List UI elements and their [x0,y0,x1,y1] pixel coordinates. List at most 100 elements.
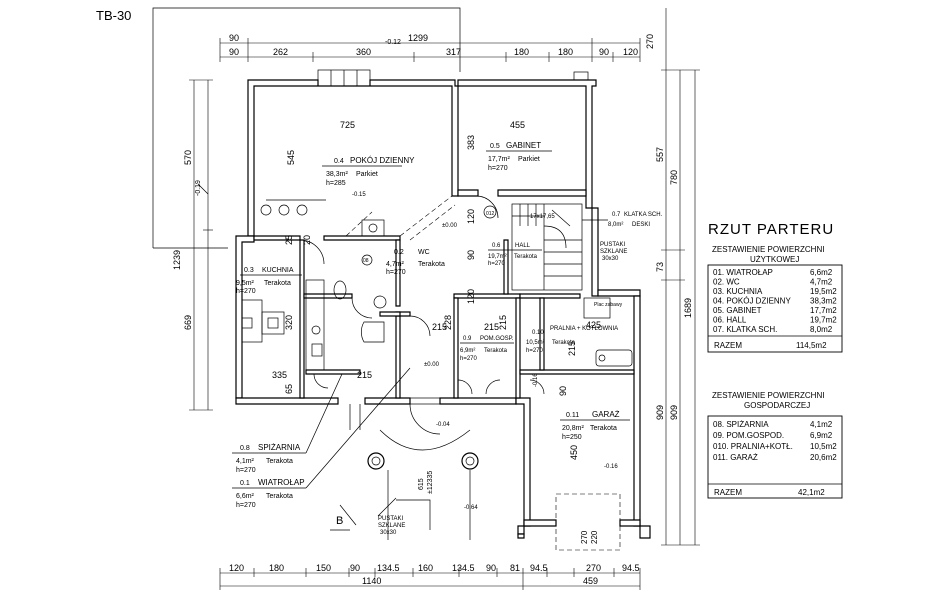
dim-120b: 120 [466,289,476,304]
svg-text:0.9: 0.9 [463,336,472,342]
level-garage: -0.16 [604,464,618,470]
dimension-chain-left: 570 1239 669 [172,79,213,411]
summary-row-label: 010. PRALNIA+KOTŁ. [713,442,793,451]
svg-text:0.5: 0.5 [490,143,500,150]
summary-row-label: 04. POKÓJ DZIENNY [713,297,791,306]
plac-note: Plac zabawy [594,302,623,308]
svg-text:Terakota: Terakota [266,458,293,465]
staircase: 012 [483,203,583,291]
summary-row-label: 05. GABINET [713,306,762,315]
dim-bot2-1: 1140 [362,576,381,586]
summary-row-area: 6,6m2 [810,268,833,277]
summary-row-area: 4,1m2 [810,420,833,429]
dim-bot2-2: 459 [583,576,598,586]
stairs-size: 17x17,65 [530,214,555,220]
level-hall: ±0.00 [442,223,458,229]
dim-455: 455 [510,120,525,130]
dim-383: 383 [466,135,476,150]
dim-bot-2: 180 [269,563,284,573]
svg-text:Terakota: Terakota [552,340,576,346]
dim-right-4: 1689 [683,298,693,318]
svg-text:h=285: h=285 [326,180,346,187]
summary-utility-heading-1: ZESTAWIENIE POWIERZCHNI [712,391,824,400]
svg-text:SZKLANE: SZKLANE [600,249,627,255]
svg-text:38,3m²: 38,3m² [326,171,348,178]
summary-row-label: 02. WC [713,278,740,287]
dim-left-1: 570 [183,150,193,165]
svg-text:h=270: h=270 [460,356,478,362]
dim-215b: 215 [484,322,499,332]
level-living: -0.15 [352,192,366,198]
room-name-pom-gosp: POM.GOSP. [480,336,514,342]
svg-text:Terakota: Terakota [266,493,293,500]
dim-bot-11: 270 [586,563,601,573]
dim-335: 335 [272,370,287,380]
inner-dimensions: 725 455 545 383 120 120 90 215 215 228 2… [272,120,601,544]
dim-320: 320 [284,315,294,330]
summary-row-label: 01. WIATROŁAP [713,268,773,277]
summary-living-total-label: RAZEM [714,341,742,350]
svg-text:0.1: 0.1 [240,480,250,487]
room-gabinet: 0.5 GABINET 17,7m² Parkiet h=270 [486,141,552,172]
svg-text:0.6: 0.6 [492,243,501,249]
room-spizarnia: 0.8 SPIŻARNIA 4,1m² Terakota h=270 [232,373,343,474]
level-top: -0.12 [385,39,401,46]
garage-door [555,493,621,551]
dim-725: 725 [340,120,355,130]
fireplace [260,199,385,237]
svg-text:h=270: h=270 [386,269,406,276]
wc-fixtures: 08 [333,254,387,343]
dim-450: 450 [569,445,579,460]
drawing-code: TB-30 [96,8,131,23]
svg-text:h=270: h=270 [488,165,508,172]
svg-text:8,0m²: 8,0m² [608,222,623,228]
svg-text:h=270: h=270 [236,288,256,295]
dim-top2-8: 120 [623,47,638,57]
svg-text:0.10: 0.10 [532,330,544,336]
svg-text:0.4: 0.4 [334,158,344,165]
summary-living-heading-1: ZESTAWIENIE POWIERZCHNI [712,245,824,254]
dim-425: 425 [586,320,601,330]
dim-215c: 215 [498,315,508,330]
room-wc: 0.2 WC 4,7m² Terakota h=270 [386,249,445,276]
dim-65: 65 [284,384,294,394]
svg-text:Terakota: Terakota [264,280,291,287]
summary-living-heading-2: UŻYTKOWEJ [750,255,799,264]
summary-living: ZESTAWIENIE POWIERZCHNI UŻYTKOWEJ 01. WI… [707,245,843,353]
dim-top2-4: 317 [446,47,461,57]
svg-text:h=270: h=270 [526,348,544,354]
summary-row-area: 8,0m2 [810,325,833,334]
dim-right-3: 73 [655,262,665,272]
svg-text:h=270: h=270 [236,502,256,509]
outer-walls [235,79,651,539]
svg-text:Parkiet: Parkiet [356,171,378,178]
svg-text:6,6m²: 6,6m² [236,493,255,500]
dim-220: 220 [590,530,599,544]
svg-text:Parkiet: Parkiet [518,156,540,163]
room-name-garaz: GARAŻ [592,410,620,419]
svg-text:30x30: 30x30 [602,256,619,262]
room-hall: 0.6 HALL 19,7m² Terakota h=270 [488,243,542,267]
dim-top2-5: 180 [514,47,529,57]
room-name-pralnia: PRALNIA + KOTŁOWNIA [550,326,618,332]
room-name-klatka: KLATKA SCH. [624,212,663,218]
svg-text:B: B [336,515,343,527]
room-name-spizarnia: SPIŻARNIA [258,443,301,452]
svg-text:Terakota: Terakota [590,425,617,432]
dim-215a: 215 [432,322,447,332]
summary-row-label: 09. POM.GOSPOD. [713,431,784,440]
inner-walls [253,189,635,399]
svg-text:PUSTAKI: PUSTAKI [600,242,626,248]
dim-right-5: 909 [655,405,665,420]
summary-row-area: 10,5m2 [810,442,837,451]
svg-text:9,5m²: 9,5m² [236,280,255,287]
terrace-door [317,69,589,87]
summary-row-area: 4,7m2 [810,278,833,287]
section-marker-b: B [330,515,350,531]
dim-top2-6: 180 [558,47,573,57]
dim-bot-1: 120 [229,563,244,573]
dim-bot-12: 94.5 [622,563,640,573]
summary-row-label: 08. SPIŻARNIA [713,420,769,429]
room-name-hall: HALL [515,243,531,249]
summary-utility-total-value: 42,1m2 [798,488,825,497]
